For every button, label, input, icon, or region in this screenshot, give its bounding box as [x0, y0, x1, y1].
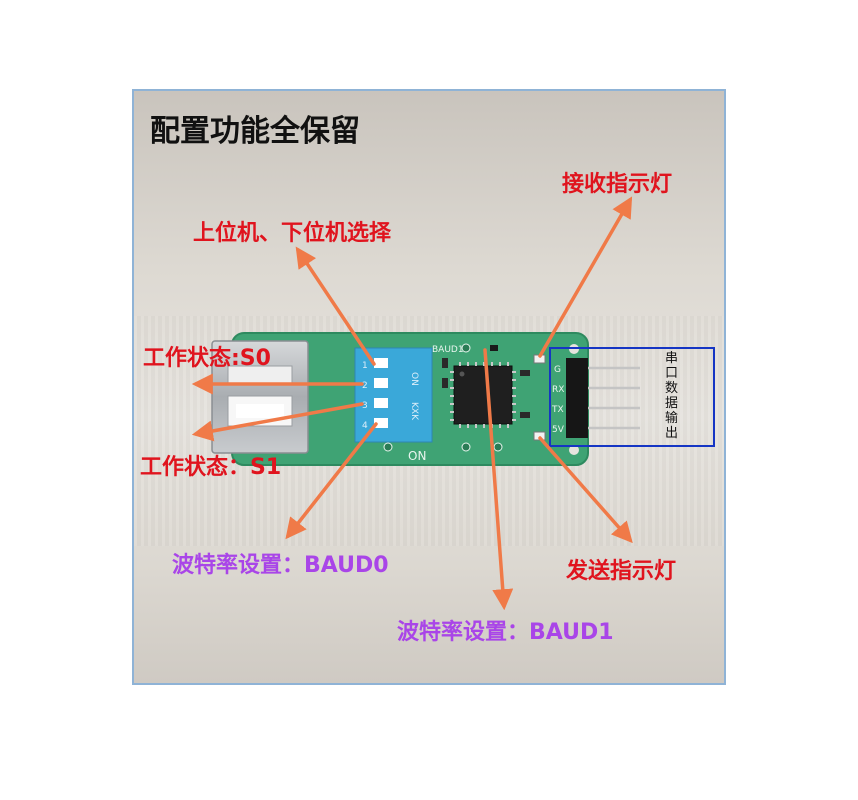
ic-chip [450, 362, 516, 428]
serial-output-char-5: 输 [665, 410, 678, 426]
dip-on-label: ON [409, 372, 419, 386]
dip-switch: 1 2 3 4 ON KXK [354, 347, 433, 443]
label-tx-led: 发送指示灯 [565, 558, 676, 584]
page-title: 配置功能全保留 [150, 114, 360, 149]
label-work-state-s1: 工作状态：S1 [140, 454, 281, 480]
label-baud1: 波特率设置：BAUD1 [397, 619, 614, 645]
arrow-tx-led [538, 436, 633, 544]
label-host-device-select: 上位机、下位机选择 [193, 220, 392, 246]
arrow-baud1 [483, 348, 514, 611]
dip-number-3: 3 [362, 401, 368, 411]
dip-kxk-label: KXK [409, 402, 419, 421]
pin-header [566, 358, 640, 438]
arrow-baud0 [285, 422, 378, 540]
pin-label-5v: 5V [552, 425, 565, 435]
label-baud0: 波特率设置：BAUD0 [172, 552, 389, 578]
pin-label-tx: TX [551, 405, 564, 415]
board-on-label: ON [408, 449, 426, 463]
board-components [383, 343, 530, 452]
baud1-silkscreen: BAUD1 [432, 345, 464, 355]
pin-label-g: G [554, 365, 561, 375]
arrow-rx-led [538, 196, 633, 358]
serial-output-char-4: 据 [665, 396, 678, 411]
label-rx-led: 接收指示灯 [562, 171, 672, 197]
serial-output-char-3: 数 [665, 381, 678, 396]
serial-output-char-6: 出 [665, 426, 678, 441]
dip-number-1: 1 [362, 361, 368, 371]
annotation-arrows [191, 196, 633, 611]
dip-number-2: 2 [362, 381, 368, 391]
serial-output-box [549, 347, 715, 447]
label-work-state-s0: 工作状态:S0 [143, 345, 271, 371]
serial-output-char-2: 口 [665, 366, 678, 381]
pin-label-rx: RX [552, 385, 564, 395]
serial-output-char-1: 串 [665, 351, 678, 366]
dip-number-4: 4 [362, 421, 368, 431]
arrow-s1 [191, 402, 364, 442]
arrow-host-select [295, 246, 376, 366]
